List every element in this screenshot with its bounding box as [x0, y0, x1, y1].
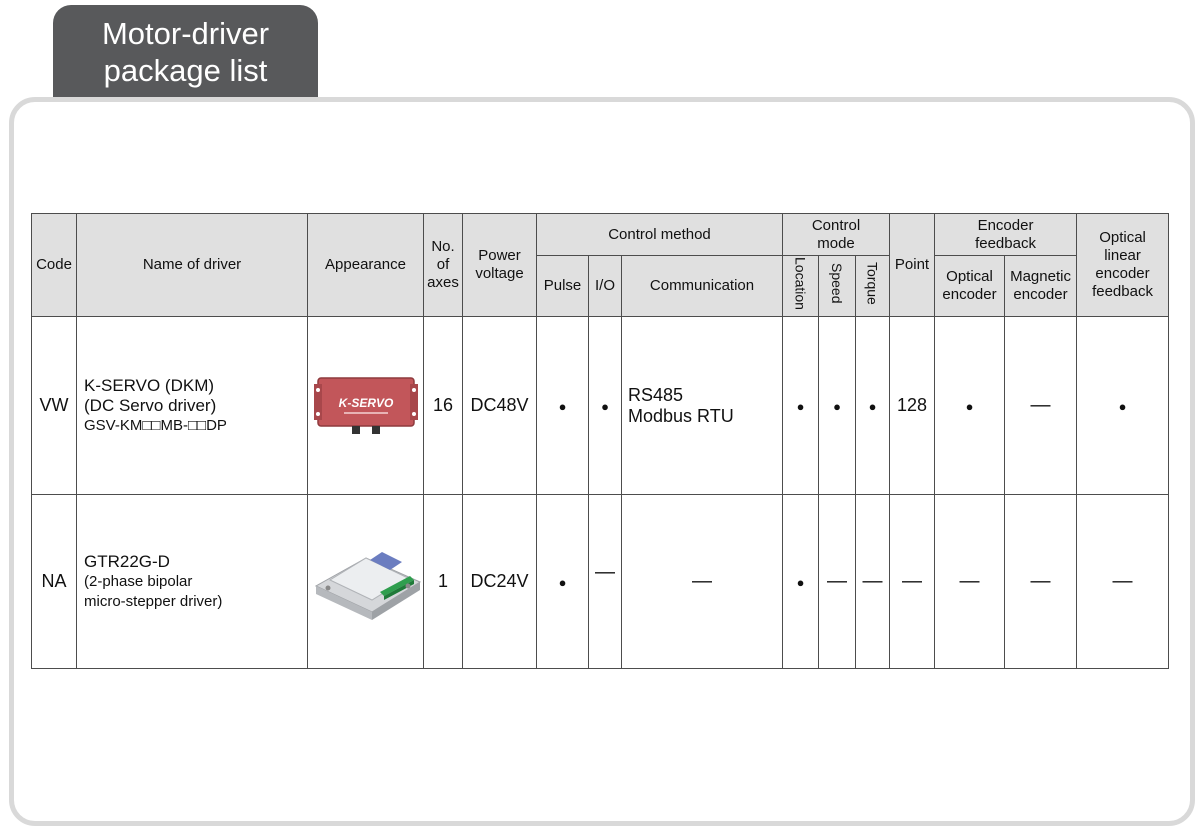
dash-icon	[1031, 571, 1051, 591]
cell-power: DC48V	[462, 316, 537, 495]
header-io: I/O	[588, 255, 622, 317]
cell-location	[782, 494, 820, 669]
driver-table: Code Name of driver Appearance No. of ax…	[31, 213, 1170, 669]
cell-power: DC24V	[462, 494, 537, 669]
dash-icon	[863, 571, 883, 591]
cell-point: 128	[889, 316, 936, 495]
header-optical-linear: Optical linear encoder feedback	[1076, 213, 1170, 317]
section-title-line-2: package list	[103, 52, 268, 88]
cell-magnetic-encoder	[1004, 316, 1078, 495]
cell-name: GTR22G-D (2-phase bipolar micro-stepper …	[76, 494, 308, 669]
stepper-driver-image	[314, 551, 421, 620]
header-communication: Communication	[620, 255, 784, 317]
cell-io	[588, 494, 622, 669]
table-row: VW K-SERVO (DKM) (DC Servo driver) GSV-K…	[31, 316, 1170, 495]
cell-pulse	[536, 494, 589, 669]
dash-icon	[1113, 571, 1133, 591]
header-speed: Speed	[818, 255, 857, 317]
cell-location	[782, 316, 820, 495]
header-pulse: Pulse	[536, 255, 589, 317]
cell-optical-linear	[1076, 494, 1170, 669]
cell-torque	[855, 316, 891, 495]
dot-icon	[797, 571, 805, 591]
dot-icon	[559, 395, 567, 415]
cell-appearance: K-SERVO	[307, 316, 424, 495]
header-control-method: Control method	[535, 213, 784, 256]
cell-torque	[855, 494, 891, 669]
cell-axes: 16	[423, 316, 463, 495]
header-code: Code	[31, 213, 77, 317]
cell-pulse	[536, 316, 589, 495]
section-title-tab: Motor-driver package list	[53, 5, 318, 98]
cell-speed	[818, 494, 857, 669]
cell-magnetic-encoder	[1004, 494, 1078, 669]
table-row: NA GTR22G-D (2-phase bipolar micro-stepp…	[31, 494, 1170, 669]
header-name: Name of driver	[76, 213, 308, 317]
header-torque: Torque	[855, 255, 891, 317]
dash-icon	[692, 571, 712, 591]
header-control-mode: Control mode	[782, 213, 891, 256]
cell-optical-encoder	[934, 494, 1006, 669]
dash-icon	[595, 562, 615, 582]
dash-icon	[827, 571, 847, 591]
dot-icon	[869, 395, 877, 415]
dot-icon	[601, 395, 609, 415]
header-point: Point	[889, 213, 936, 317]
cell-code: VW	[31, 316, 77, 495]
cell-io	[588, 316, 622, 495]
header-power: Power voltage	[462, 213, 537, 317]
dash-icon	[960, 571, 980, 591]
cell-axes: 1	[423, 494, 463, 669]
cell-speed	[818, 316, 857, 495]
k-servo-driver-image: K-SERVO	[313, 376, 418, 434]
cell-point	[889, 494, 936, 669]
cell-communication	[620, 494, 784, 669]
k-servo-label: K-SERVO	[338, 396, 393, 410]
header-appearance: Appearance	[307, 213, 424, 317]
dot-icon	[966, 395, 974, 415]
cell-name: K-SERVO (DKM) (DC Servo driver) GSV-KM□□…	[76, 316, 308, 495]
header-axes: No. of axes	[423, 213, 463, 317]
header-encoder-feedback: Encoder feedback	[934, 213, 1078, 256]
dot-icon	[797, 395, 805, 415]
cell-communication: RS485 Modbus RTU	[620, 316, 784, 495]
section-title-line-1: Motor-driver	[101, 15, 270, 51]
cell-appearance	[307, 494, 424, 669]
cell-code: NA	[31, 494, 77, 669]
header-optical-encoder: Optical encoder	[934, 255, 1006, 317]
dot-icon	[559, 571, 567, 591]
header-location: Location	[782, 255, 820, 317]
cell-optical-encoder	[934, 316, 1006, 495]
header-magnetic-encoder: Magnetic encoder	[1004, 255, 1078, 317]
dash-icon	[1031, 395, 1051, 415]
cell-optical-linear	[1076, 316, 1170, 495]
dot-icon	[1119, 395, 1127, 415]
dot-icon	[833, 395, 841, 415]
dash-icon	[902, 571, 922, 591]
